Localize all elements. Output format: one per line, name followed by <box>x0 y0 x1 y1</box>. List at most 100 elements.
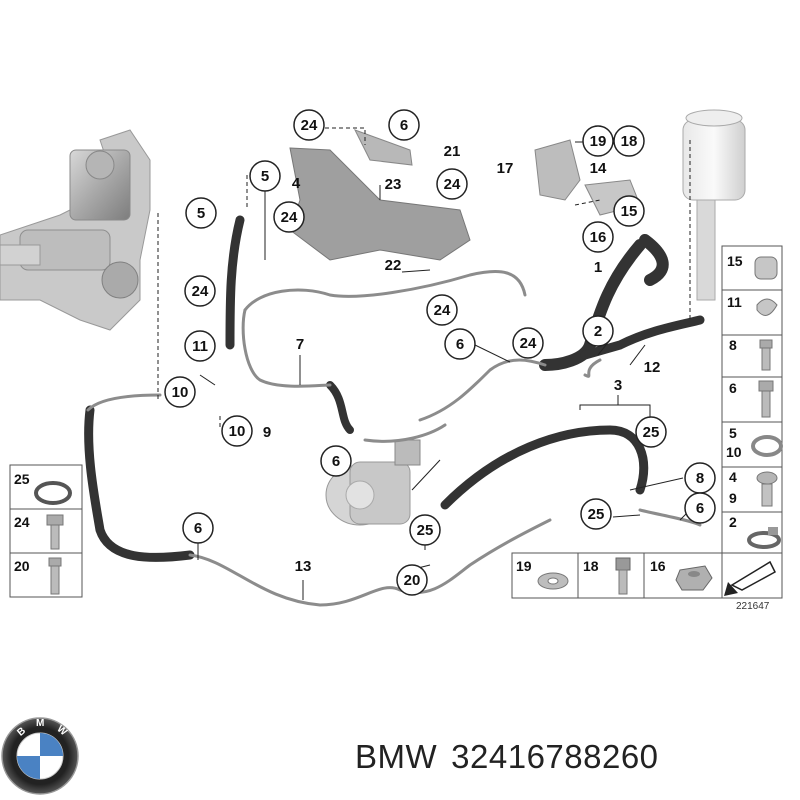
logo-letters: BMW <box>0 0 1 1</box>
callout-label-19: 19 <box>590 133 607 150</box>
hose-clamp-icon <box>747 527 781 549</box>
callout-circle-2 <box>582 315 614 347</box>
legend-bottom: 19 18 16 <box>511 552 783 599</box>
callout-label-6: 6 <box>696 500 704 517</box>
callout-label-22: 22 <box>385 257 402 274</box>
callout-label-6: 6 <box>400 117 408 134</box>
callout-circle-6 <box>320 445 352 477</box>
svg-text:M: M <box>36 718 44 729</box>
legend-label-15: 15 <box>727 253 743 269</box>
bolt-washer-icon <box>758 380 774 418</box>
callout-circle-24 <box>512 327 544 359</box>
legend-label-6: 6 <box>729 380 737 396</box>
bolt-icon <box>759 339 773 371</box>
callout-circle-24 <box>426 294 458 326</box>
callout-label-6: 6 <box>194 520 202 537</box>
callout-circle-6 <box>444 328 476 360</box>
callout-label-12: 12 <box>644 359 661 376</box>
washer-icon <box>537 572 569 590</box>
callout-circle-24 <box>293 109 325 141</box>
legend-label-4: 4 <box>729 469 737 485</box>
callout-label-13: 13 <box>295 558 312 575</box>
callout-label-23: 23 <box>385 176 402 193</box>
callout-circle-10 <box>221 415 253 447</box>
callout-label-9: 9 <box>263 424 271 441</box>
o-ring-icon <box>34 481 72 505</box>
hex-bolt-icon <box>46 514 64 550</box>
callout-label-6: 6 <box>332 453 340 470</box>
screw-icon <box>48 557 62 595</box>
brand-part-number: BMW 32416788260 <box>355 738 673 776</box>
metal-lines <box>86 270 702 607</box>
callout-circle-25 <box>635 416 667 448</box>
callout-circle-25 <box>580 498 612 530</box>
callout-label-25: 25 <box>417 522 434 539</box>
callout-circle-16 <box>582 221 614 253</box>
callout-circle-6 <box>388 109 420 141</box>
callout-circle-5 <box>249 160 281 192</box>
callout-label-20: 20 <box>404 572 421 589</box>
bmw-logo: B M W <box>1 717 79 795</box>
callout-label-24: 24 <box>281 209 298 226</box>
callout-label-11: 11 <box>192 338 208 355</box>
legend-label-8: 8 <box>729 337 737 353</box>
callout-label-24: 24 <box>520 335 537 352</box>
callout-label-18: 18 <box>621 133 638 150</box>
power-steering-pump <box>325 439 421 526</box>
callout-label-4: 4 <box>292 175 301 192</box>
legend-label-25: 25 <box>14 471 30 487</box>
legend-label-18: 18 <box>583 558 599 574</box>
steering-gear <box>0 129 151 331</box>
legend-label-11: 11 <box>727 294 742 310</box>
hose-clip-icon <box>754 256 778 280</box>
callout-circle-24 <box>184 275 216 307</box>
callout-label-10: 10 <box>229 423 246 440</box>
callout-label-14: 14 <box>590 160 607 177</box>
legend-label-19: 19 <box>516 558 532 574</box>
callout-circle-10 <box>164 376 196 408</box>
legend-label-10: 10 <box>726 444 742 460</box>
callout-label-15: 15 <box>621 203 638 220</box>
legend-label-5: 5 <box>729 425 737 441</box>
callout-label-7: 7 <box>296 336 304 353</box>
legend-label-9: 9 <box>729 490 737 506</box>
callout-label-5: 5 <box>197 205 205 222</box>
legend-label-16: 16 <box>650 558 666 574</box>
legend-label-2: 2 <box>729 514 737 530</box>
callout-label-10: 10 <box>172 384 189 401</box>
callout-circle-24 <box>273 201 305 233</box>
callout-circle-15 <box>613 195 645 227</box>
legend-left: 25 24 20 <box>9 464 83 598</box>
callout-label-24: 24 <box>192 283 209 300</box>
callout-label-8: 8 <box>696 470 704 487</box>
callout-circle-20 <box>396 564 428 596</box>
part-number: 32416788260 <box>451 738 659 775</box>
brand-name: BMW <box>355 738 438 775</box>
callout-circle-19 <box>582 125 614 157</box>
legend-right: 15 11 8 6 5 10 4 9 2 <box>721 245 783 555</box>
callout-label-24: 24 <box>301 117 318 134</box>
reference-number: 221647 <box>736 601 770 612</box>
callout-label-21: 21 <box>444 143 461 160</box>
callout-label-24: 24 <box>444 176 461 193</box>
reservoir-tank <box>682 109 746 301</box>
banjo-bolt-icon <box>756 471 778 507</box>
hex-nut-icon <box>675 565 713 591</box>
callout-circle-18 <box>613 125 645 157</box>
legend-label-24-left: 24 <box>14 514 30 530</box>
legend-label-20: 20 <box>14 558 30 574</box>
callout-circle-11 <box>184 330 216 362</box>
callout-circle-6 <box>684 492 716 524</box>
callout-label-25: 25 <box>588 506 605 523</box>
callout-circle-25 <box>409 514 441 546</box>
callout-label-17: 17 <box>497 160 514 177</box>
cap-bolt-icon <box>615 557 631 595</box>
callout-label-2: 2 <box>594 323 602 340</box>
callout-label-6: 6 <box>456 336 464 353</box>
spring-clip-icon <box>756 298 778 316</box>
arrow-symbol-icon <box>724 560 776 596</box>
callout-label-24: 24 <box>434 302 451 319</box>
callout-label-3: 3 <box>614 377 622 394</box>
